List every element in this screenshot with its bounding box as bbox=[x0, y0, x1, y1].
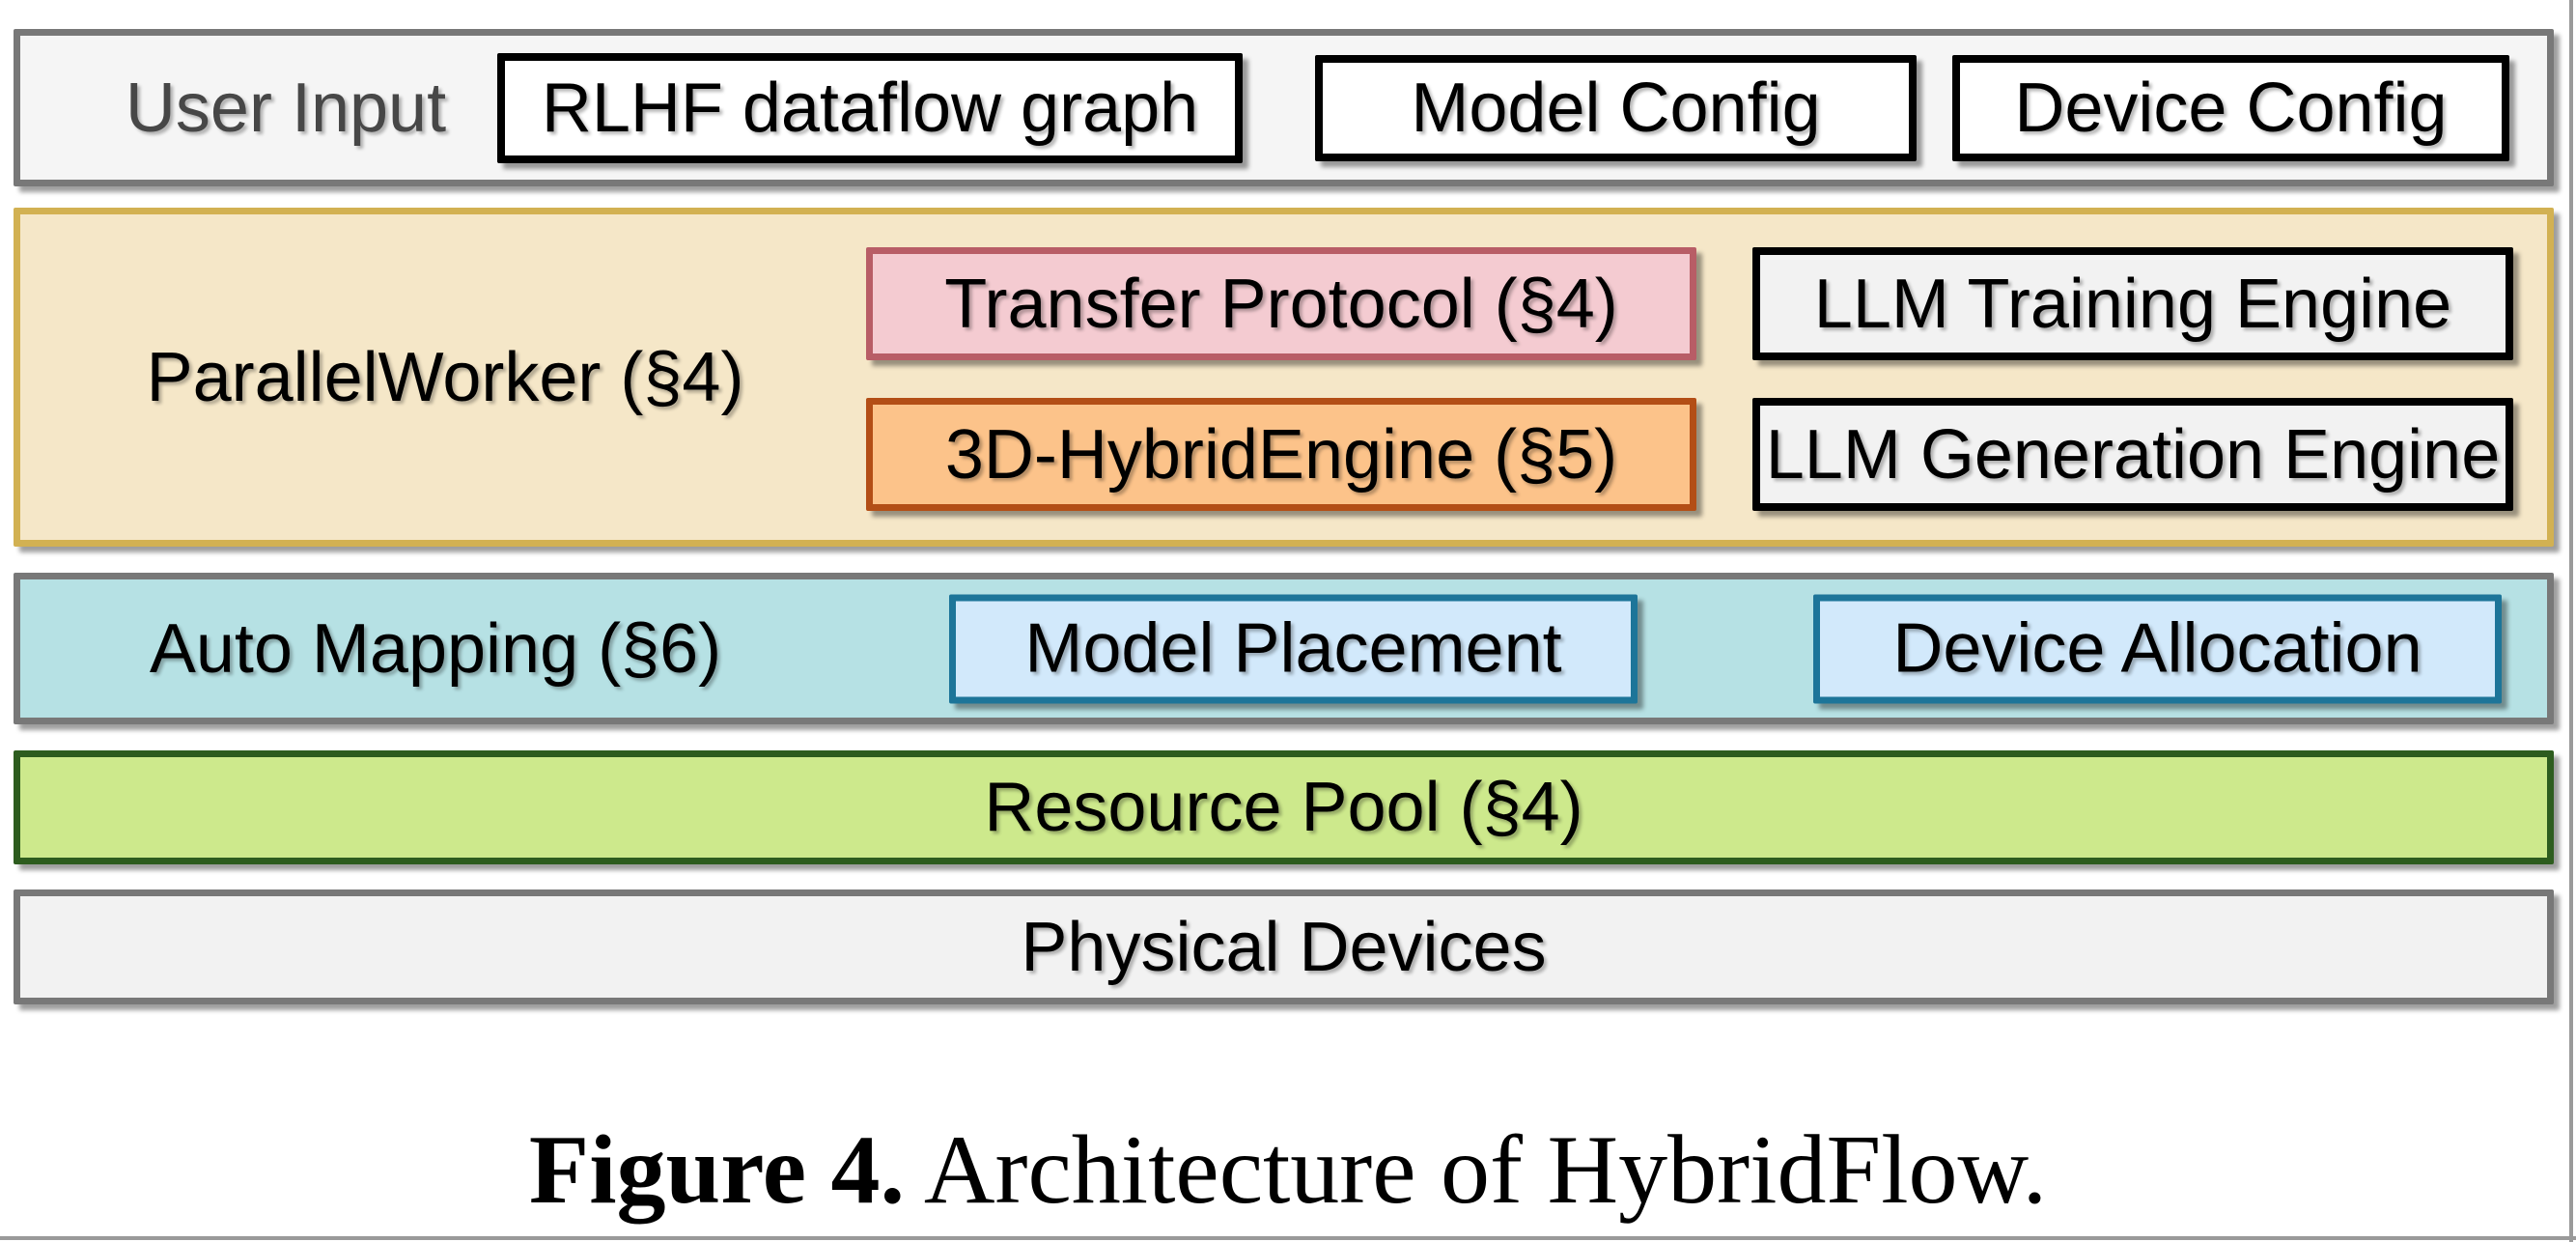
device-config-label: Device Config bbox=[2014, 69, 2448, 147]
rlhf-dataflow-graph-label: RLHF dataflow graph bbox=[541, 69, 1199, 147]
user-input-label-wrap: User Input bbox=[73, 36, 498, 180]
auto-mapping-label-wrap: Auto Mapping (§6) bbox=[20, 579, 851, 718]
llm-training-engine-box: LLM Training Engine bbox=[1752, 247, 2513, 360]
user-input-row: User Input RLHF dataflow graph Model Con… bbox=[14, 29, 2554, 186]
model-config-label: Model Config bbox=[1411, 69, 1821, 147]
physical-devices-label-wrap: Physical Devices bbox=[20, 896, 2547, 998]
auto-mapping-row: Auto Mapping (§6) Model Placement Device… bbox=[14, 573, 2554, 724]
transfer-protocol-label: Transfer Protocol (§4) bbox=[944, 265, 1618, 343]
resource-pool-label-wrap: Resource Pool (§4) bbox=[20, 757, 2547, 858]
figure-caption-text: Architecture of HybridFlow. bbox=[904, 1115, 2048, 1225]
resource-pool-row: Resource Pool (§4) bbox=[14, 750, 2554, 864]
model-placement-box: Model Placement bbox=[949, 594, 1638, 703]
transfer-protocol-box: Transfer Protocol (§4) bbox=[866, 247, 1696, 360]
hybrid-engine-box: 3D-HybridEngine (§5) bbox=[866, 398, 1696, 511]
llm-generation-engine-label: LLM Generation Engine bbox=[1765, 415, 2501, 494]
physical-devices-label: Physical Devices bbox=[1021, 908, 1547, 986]
auto-mapping-label: Auto Mapping (§6) bbox=[149, 609, 722, 688]
page-edge-bottom-rule bbox=[0, 1236, 2576, 1240]
user-input-label: User Input bbox=[125, 69, 447, 147]
device-config-box: Device Config bbox=[1952, 54, 2509, 161]
figure-caption-prefix: Figure 4. bbox=[528, 1115, 905, 1225]
model-config-box: Model Config bbox=[1315, 54, 1917, 161]
rlhf-dataflow-graph-box: RLHF dataflow graph bbox=[497, 52, 1243, 163]
hybrid-engine-label: 3D-HybridEngine (§5) bbox=[944, 415, 1618, 494]
device-allocation-label: Device Allocation bbox=[1892, 609, 2422, 688]
device-allocation-box: Device Allocation bbox=[1813, 594, 2502, 703]
llm-training-engine-label: LLM Training Engine bbox=[1813, 265, 2452, 343]
physical-devices-row: Physical Devices bbox=[14, 889, 2554, 1004]
llm-generation-engine-box: LLM Generation Engine bbox=[1752, 398, 2513, 511]
page-edge-right-rule bbox=[2569, 0, 2573, 1242]
model-placement-label: Model Placement bbox=[1024, 609, 1562, 688]
parallel-worker-label: ParallelWorker (§4) bbox=[146, 338, 744, 416]
figure-caption: Figure 4. Architecture of HybridFlow. bbox=[0, 1109, 2576, 1232]
resource-pool-label: Resource Pool (§4) bbox=[984, 769, 1583, 846]
parallel-worker-label-wrap: ParallelWorker (§4) bbox=[20, 214, 870, 540]
parallel-worker-row: ParallelWorker (§4) Transfer Protocol (§… bbox=[14, 208, 2554, 547]
